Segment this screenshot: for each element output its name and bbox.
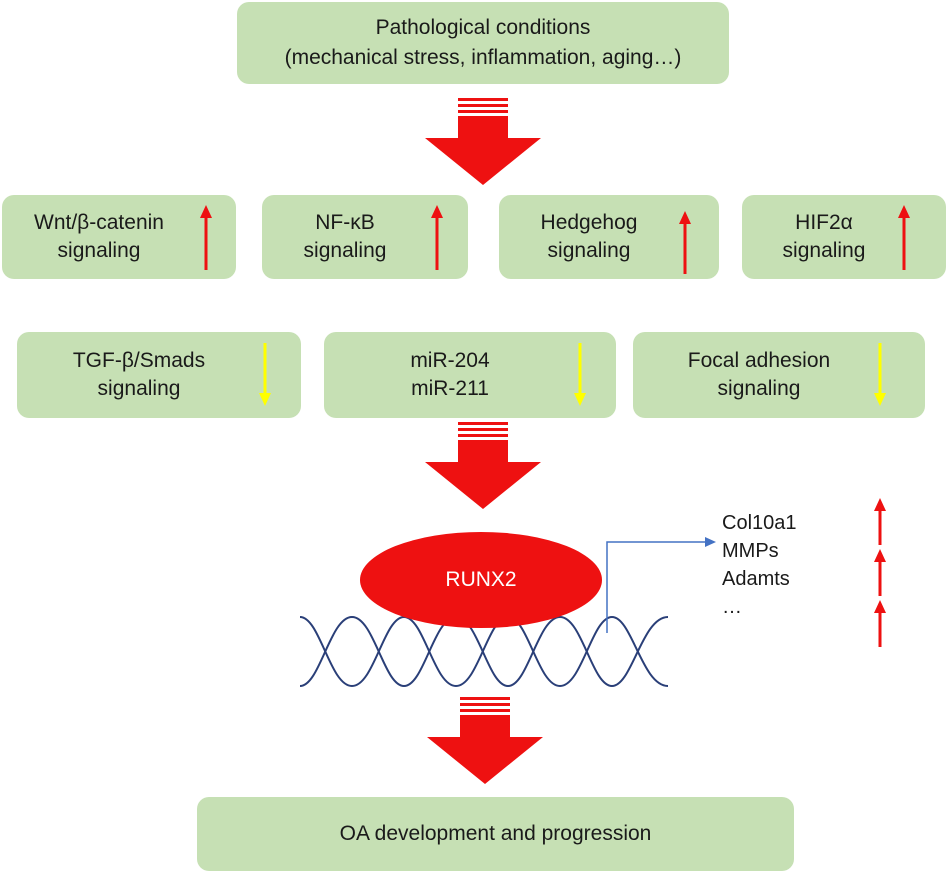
mir-box: miR-204 miR-211	[324, 332, 616, 418]
target-connector-arrow	[606, 537, 716, 633]
up-arrow-icon-adamts	[874, 600, 886, 647]
nfkb-signaling-label-1: NF-κB	[315, 211, 375, 234]
target-gene-adamts: Adamts	[722, 568, 790, 590]
focal-adhesion-label-1: Focal adhesion	[687, 349, 831, 372]
hif2a-signaling-label-1: HIF2α	[795, 211, 853, 234]
mir-204-label: miR-204	[410, 349, 490, 372]
tgfb-smads-signaling-box: TGF-β/Smads signaling	[17, 332, 301, 418]
wnt-signaling-label-1: Wnt/β-catenin	[34, 211, 164, 234]
nfkb-signaling-box: NF-κB signaling	[262, 195, 468, 279]
pathological-conditions-examples: (mechanical stress, inflammation, aging……	[284, 46, 682, 69]
hif2a-signaling-box: HIF2α signaling	[742, 195, 946, 279]
oa-development-label: OA development and progression	[339, 822, 652, 845]
pathological-conditions-title: Pathological conditions	[375, 16, 591, 39]
nfkb-signaling-label-2: signaling	[303, 239, 387, 262]
tgfb-smads-label-2: signaling	[97, 377, 181, 400]
target-genes-list: Col10a1 MMPs Adamts …	[722, 509, 797, 621]
runx2-ellipse: RUNX2	[360, 532, 602, 628]
big-down-arrow-3	[427, 697, 543, 784]
wnt-signaling-label-2: signaling	[57, 239, 141, 262]
focal-adhesion-label-2: signaling	[717, 377, 801, 400]
hedgehog-signaling-label-2: signaling	[547, 239, 631, 262]
hif2a-signaling-label-2: signaling	[782, 239, 866, 262]
wnt-signaling-box: Wnt/β-catenin signaling	[2, 195, 236, 279]
tgfb-smads-label-1: TGF-β/Smads	[72, 349, 206, 372]
big-down-arrow-1	[425, 98, 541, 185]
hedgehog-signaling-box: Hedgehog signaling	[499, 195, 719, 279]
target-gene-ellipsis: …	[722, 596, 742, 618]
focal-adhesion-signaling-box: Focal adhesion signaling	[633, 332, 925, 418]
up-arrow-icon-mmps	[874, 549, 886, 596]
pathological-conditions-box: Pathological conditions (mechanical stre…	[237, 2, 729, 84]
big-down-arrow-2	[425, 422, 541, 509]
runx2-label: RUNX2	[445, 568, 517, 591]
mir-211-label: miR-211	[411, 377, 489, 400]
oa-development-box: OA development and progression	[197, 797, 794, 871]
target-gene-mmps: MMPs	[722, 540, 779, 562]
hedgehog-signaling-label-1: Hedgehog	[540, 211, 638, 234]
target-gene-col10a1: Col10a1	[722, 512, 797, 534]
up-arrow-icon-col10a1	[874, 498, 886, 545]
